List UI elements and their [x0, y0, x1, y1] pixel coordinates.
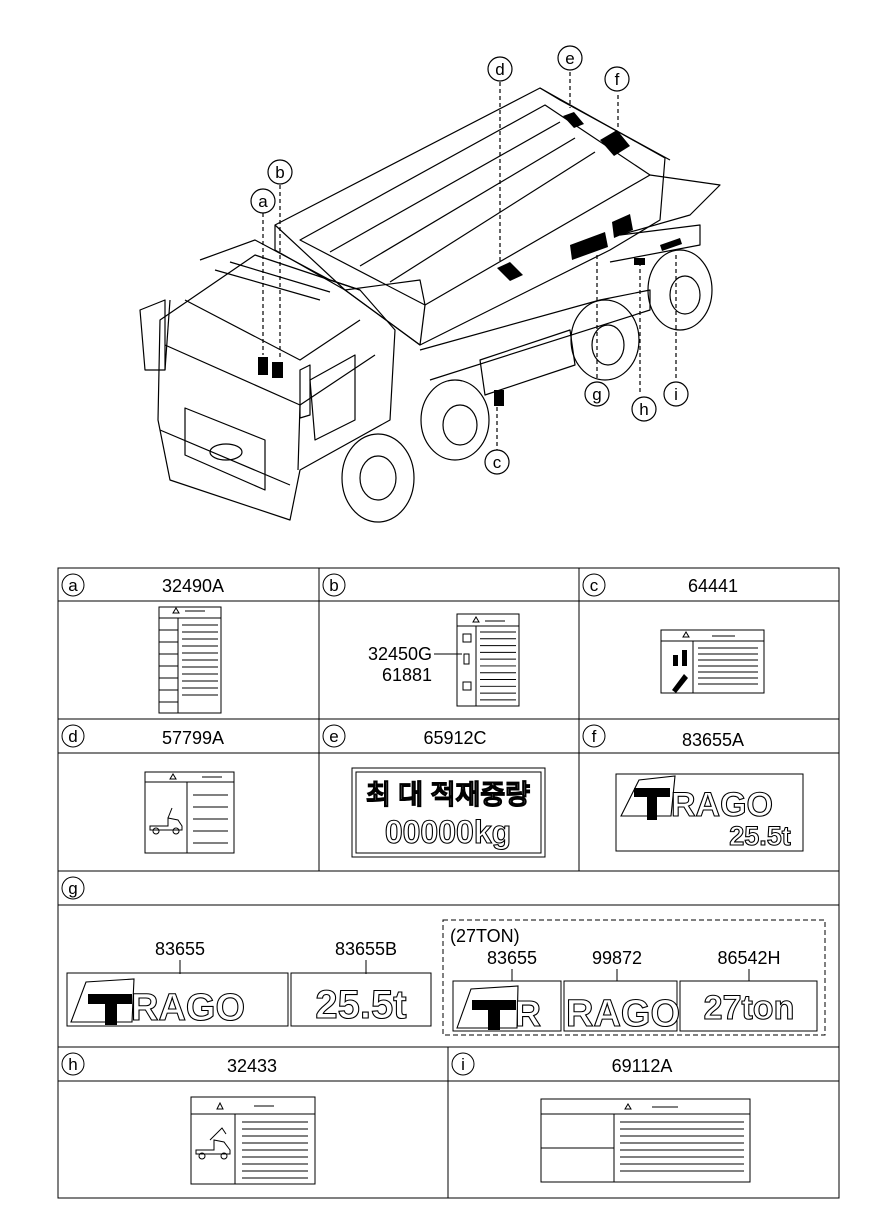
g-27ton-brand-2: RAGO — [566, 993, 680, 1035]
callout-e: e — [565, 49, 574, 68]
label-d-graphic — [144, 771, 235, 854]
part-number-f: 83655A — [682, 730, 744, 750]
g-27ton-title: (27TON) — [450, 926, 520, 946]
cell-e-letter: e — [329, 727, 338, 746]
part-number-h: 32433 — [227, 1056, 277, 1076]
g-brand-text: RAGO — [131, 987, 245, 1029]
patch-h — [634, 258, 645, 265]
label-i-graphic — [540, 1098, 751, 1183]
g-part-number-1: 83655 — [155, 939, 205, 959]
callout-f-circle — [604, 66, 630, 92]
cell-h-letter: h — [68, 1055, 77, 1074]
cell-d-letter: d — [68, 727, 77, 746]
label-h-graphic — [190, 1096, 316, 1185]
patch-e — [563, 112, 584, 128]
callout-h: h — [639, 400, 648, 419]
g-tonnage-text: 25.5t — [315, 983, 406, 1027]
callout-h-circle — [631, 396, 657, 422]
cell-f-letter: f — [592, 727, 597, 746]
part-number-b1: 32450G — [368, 644, 432, 664]
callout-b: b — [275, 163, 284, 182]
cell-g-letter: g — [68, 879, 77, 898]
g-27ton-tonnage: 27ton — [704, 989, 795, 1027]
callout-f: f — [615, 70, 620, 89]
part-number-i: 69112A — [612, 1056, 673, 1076]
g-trago-decal — [66, 972, 289, 1027]
cell-a-letter: a — [68, 576, 78, 595]
patch-c — [494, 390, 504, 406]
patch-g1 — [570, 232, 608, 260]
part-number-b2: 61881 — [382, 665, 432, 685]
g-27ton-brand-1: R — [515, 993, 541, 1034]
label-e-line2: 00000kg — [385, 814, 511, 850]
patch-f — [600, 130, 630, 156]
label-f-brand: RAGO — [671, 786, 773, 824]
label-b-graphic — [434, 613, 520, 707]
part-number-a: 32490A — [162, 576, 224, 596]
label-f-tonnage: 25.5t — [729, 821, 791, 851]
g-27ton-part-2: 99872 — [592, 948, 642, 968]
g-27ton-part-3: 86542H — [717, 948, 780, 968]
label-e-line1: 최 대 적재중량 — [366, 780, 530, 810]
callout-e-circle — [557, 45, 583, 71]
g-tonnage-decal — [290, 972, 432, 1027]
g-27ton-part-1: 83655 — [487, 948, 537, 968]
part-number-d: 57799A — [162, 728, 224, 748]
callout-i-circle — [663, 381, 689, 407]
cell-i-letter: i — [461, 1055, 465, 1074]
label-f-graphic — [615, 773, 804, 852]
patch-d — [497, 262, 523, 281]
callout-d-circle — [487, 56, 513, 82]
part-number-c: 64441 — [688, 576, 738, 596]
callout-g-circle — [584, 381, 610, 407]
label-c-graphic — [660, 629, 765, 694]
callout-c: c — [493, 453, 502, 472]
callout-a: a — [258, 192, 268, 211]
part-number-e: 65912C — [423, 728, 486, 748]
label-a-graphic — [158, 606, 222, 714]
callout-g: g — [592, 385, 601, 404]
patch-b — [272, 362, 283, 378]
cab — [157, 254, 396, 521]
callout-i: i — [674, 385, 678, 404]
patch-g2 — [612, 214, 633, 238]
cell-b-letter: b — [329, 576, 338, 595]
patch-a — [258, 357, 268, 375]
dump-truck-illustration: a b c d e f g h i — [139, 45, 721, 523]
cell-c-letter: c — [590, 576, 599, 595]
patch-i — [660, 238, 682, 251]
label-e-graphic — [351, 767, 546, 858]
callout-a-circle — [250, 188, 276, 214]
g-part-number-2: 83655B — [335, 939, 397, 959]
callout-c-circle — [484, 449, 510, 475]
callout-d: d — [495, 60, 504, 79]
callout-b-circle — [267, 159, 293, 185]
g-27ton-group — [442, 919, 826, 1036]
